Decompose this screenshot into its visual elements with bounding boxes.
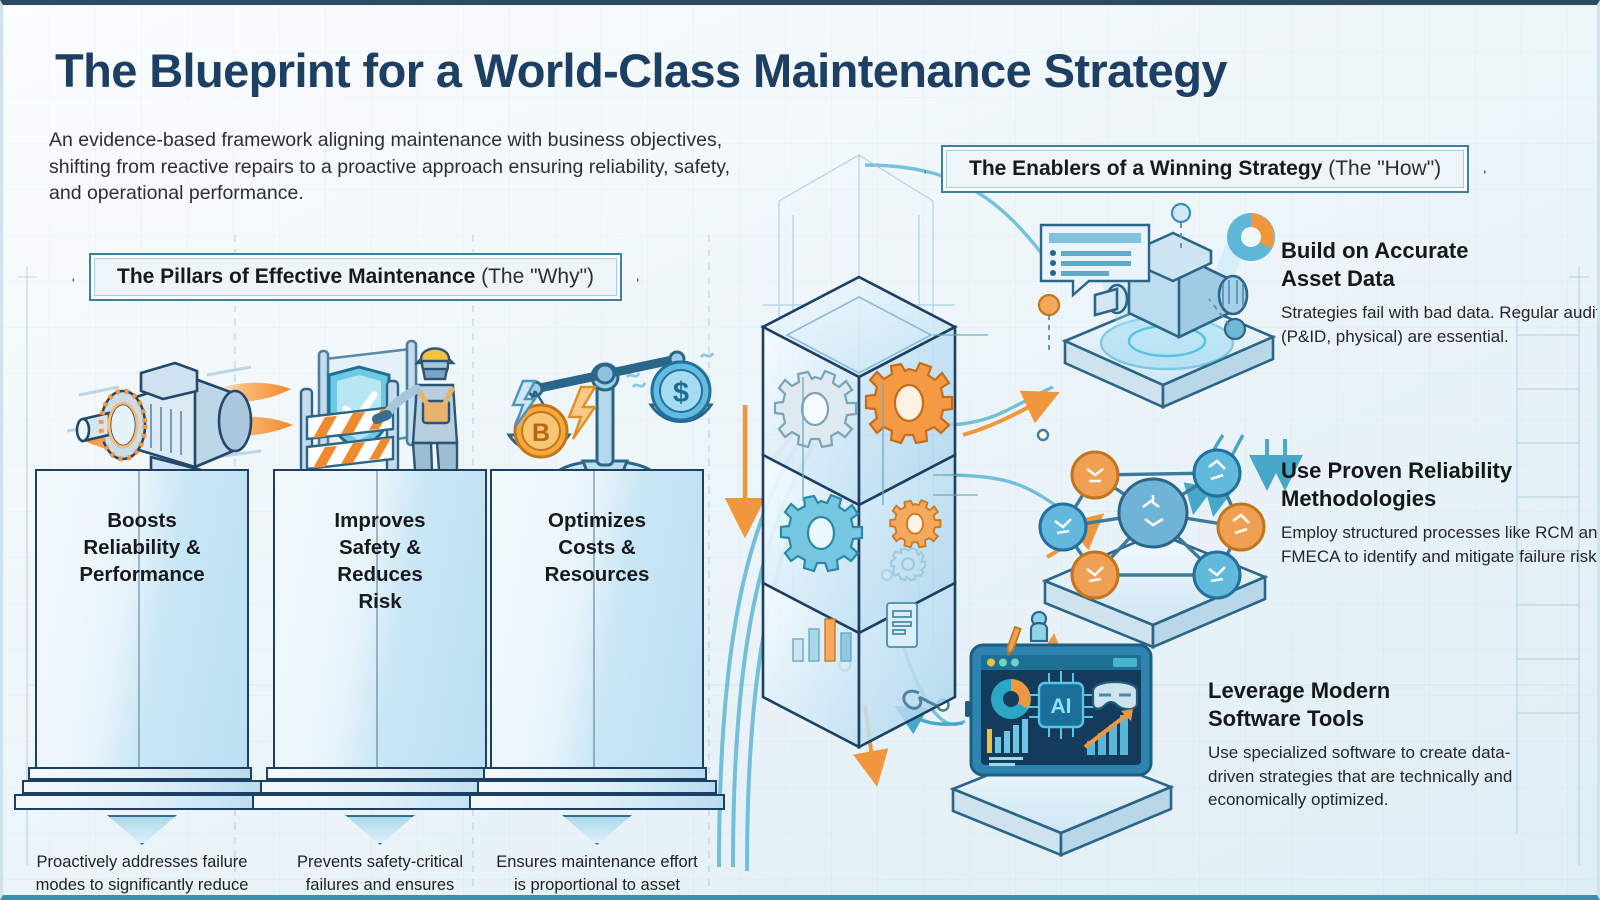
- banner-pillars: The Pillars of Effective Maintenance (Th…: [89, 253, 623, 301]
- wrench-icon: [902, 689, 940, 710]
- ar-headset-icon: [1091, 681, 1139, 711]
- electric-motor-icon: [66, 361, 293, 487]
- dollar-coin-icon: $: [650, 360, 712, 422]
- pillar-plinth-0: [14, 767, 270, 813]
- pillar-plinth-2: [469, 767, 725, 813]
- pillar-plinth-1: [252, 767, 508, 813]
- enabler-desc-1: Employ structured processes like RCM and…: [1281, 523, 1600, 566]
- bitcoin-coin-icon: B: [513, 403, 569, 459]
- page-title: The Blueprint for a World-Class Maintena…: [55, 44, 1227, 97]
- tower-panel-icon: [886, 602, 918, 648]
- lightning-bolt-icon: [511, 379, 598, 440]
- cycle-arrows: [1249, 439, 1303, 491]
- ai-chip-label: AI: [1051, 695, 1072, 718]
- worker-small-icon: [1029, 610, 1049, 643]
- tablet-bar-chart: [987, 719, 1028, 766]
- pillar-caption-2: Ensures maintenance effort is proportion…: [496, 853, 698, 894]
- gear-grey-icon: [773, 369, 858, 449]
- asset-hologram-scan-icon: [1037, 202, 1277, 410]
- data-panel-icon: [1039, 223, 1151, 298]
- banner-enablers: The Enablers of a Winning Strategy (The …: [941, 145, 1470, 193]
- tag-markers: [1037, 202, 1247, 353]
- banner-enablers-sub: (The "How"): [1322, 157, 1442, 180]
- svg-text:B: B: [532, 419, 550, 447]
- pillar-down-arrow-2: [562, 815, 632, 845]
- pillar-art-2: [490, 317, 704, 469]
- software-tablet-icon: AI: [902, 610, 1175, 857]
- page-subtitle: An evidence-based framework aligning mai…: [49, 129, 731, 204]
- banner-pillars-sub: (The "Why"): [475, 265, 595, 288]
- pillar-art-1: [273, 317, 487, 469]
- pillar-art-0: [35, 317, 249, 469]
- pillar-down-arrow-0: [107, 815, 177, 845]
- gear-teal-icon: [779, 493, 864, 573]
- blueprint-tower-icon: [760, 154, 988, 750]
- tablet-growth-chart: [1083, 709, 1133, 755]
- donut-chart-icon: [1227, 213, 1275, 261]
- pillar-caption-0: Proactively addresses failure modes to s…: [35, 853, 249, 894]
- network-nodes: [1038, 448, 1266, 600]
- scene-illustration: B $: [66, 154, 1303, 872]
- gear-orange-small-icon: [889, 499, 942, 549]
- rotor-glow: [98, 388, 148, 462]
- enabler-desc-0: Strategies fail with bad data. Regular a…: [1281, 303, 1600, 346]
- banner-pillars-main: The Pillars of Effective Maintenance: [117, 265, 476, 288]
- pillar-caption-1: Prevents safety-critical failures and en…: [297, 853, 463, 894]
- gear-orange-icon: [864, 361, 954, 445]
- svg-text:$: $: [673, 377, 689, 409]
- ai-chip-icon: AI: [1027, 671, 1095, 739]
- pencil-icon: [1006, 625, 1022, 657]
- pillar-down-arrow-1: [345, 815, 415, 845]
- enabler-desc-2: Use specialized software to create data-…: [1208, 743, 1513, 809]
- banner-enablers-main: The Enablers of a Winning Strategy: [969, 157, 1323, 180]
- reliability-network-icon: [1038, 439, 1303, 649]
- tower-bar-chart-icon: [792, 618, 852, 662]
- gear-outline-icon: [890, 547, 927, 582]
